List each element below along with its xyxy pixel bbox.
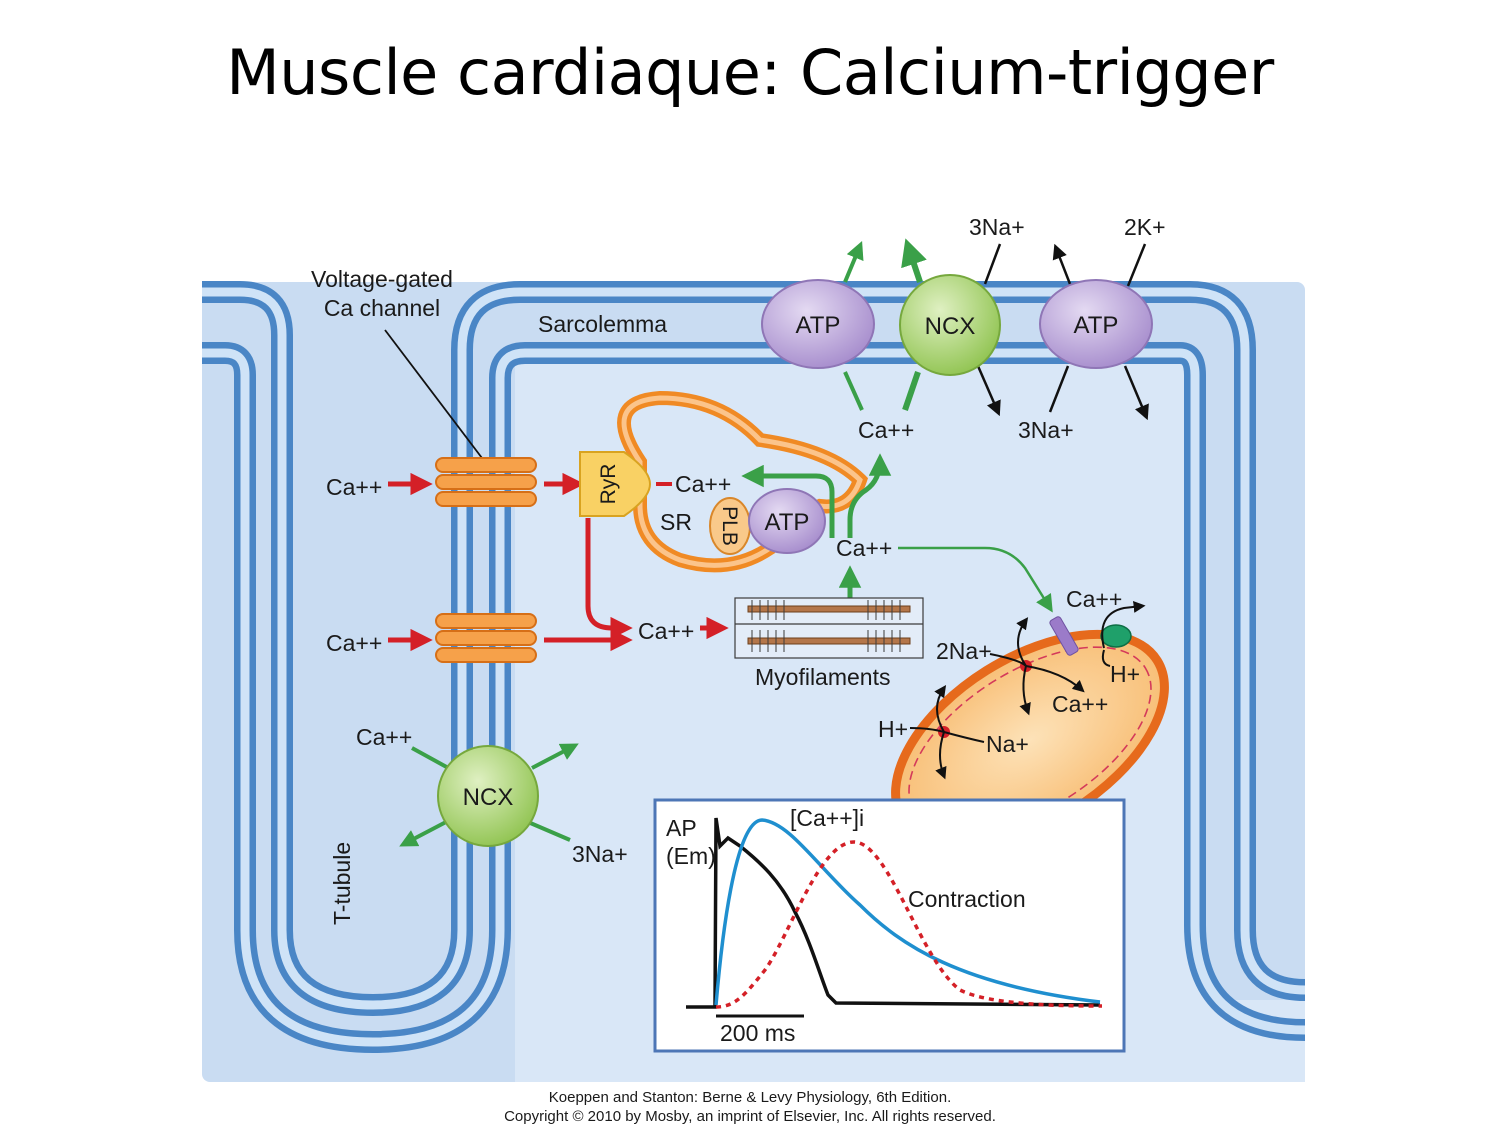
ca-i-label: [Ca++]i (790, 805, 864, 831)
voltage-gated-ca-channel-lower (435, 613, 537, 663)
ryr-label: RyR (597, 464, 620, 505)
contraction-label: Contraction (908, 886, 1026, 912)
ca-h-exchanger (1100, 624, 1132, 648)
t-tubule-label: T-tubule (329, 842, 355, 925)
slide-title: Muscle cardiaque: Calcium-trigger (226, 36, 1274, 109)
sr-atp-label: ATP (765, 509, 810, 536)
credit-line-2: Copyright © 2010 by Mosby, an imprint of… (504, 1108, 996, 1125)
ca-to-myofilaments: Ca++ (638, 618, 694, 644)
ca-sr-release: Ca++ (675, 471, 731, 497)
voltage-gated-label-line2: Ca channel (324, 295, 440, 321)
sr-uptake-arrow (741, 464, 835, 538)
ca-to-mitochondria-arrow (898, 546, 1053, 613)
sarcolemma-label: Sarcolemma (538, 311, 667, 337)
ttubule-ncx-arrows (399, 743, 579, 847)
voltage-gated-ca-channel-upper (435, 457, 537, 507)
ca-influx-arrows (388, 472, 729, 652)
na-k-atpase-label: ATP (1074, 312, 1119, 339)
mito-h-left: H+ (878, 716, 908, 742)
sarcolemma-membrane (202, 281, 1306, 1054)
ap-calcium-contraction-inset: AP (Em) [Ca++]i Contraction 200 ms (653, 798, 1126, 1053)
mito-2na: 2Na+ (936, 638, 992, 664)
sr-label: SR (660, 509, 692, 535)
na-k-atpase (1039, 279, 1153, 369)
mito-ca-out: Ca++ (1066, 586, 1122, 612)
na3-ttubule: 3Na+ (572, 841, 628, 867)
na3-top-in: 3Na+ (1018, 417, 1074, 443)
ncx-top-label: NCX (925, 313, 976, 340)
ca-ion-lower: Ca++ (326, 630, 382, 656)
contraction-trace (715, 840, 1103, 1009)
ca-ttubule: Ca++ (356, 724, 412, 750)
mito-ca-in: Ca++ (1052, 691, 1108, 717)
pmca-atp-label: ATP (796, 312, 841, 339)
ca-ion-upper: Ca++ (326, 474, 382, 500)
voltage-gated-label-line1: Voltage-gated (311, 266, 453, 292)
figure-credit: Koeppen and Stanton: Berne & Levy Physio… (0, 1088, 1500, 1125)
ca-to-membrane: Ca++ (858, 417, 914, 443)
myofilaments-label: Myofilaments (755, 664, 890, 690)
ryr-receptor (579, 451, 652, 517)
k2-top: 2K+ (1124, 214, 1166, 240)
na3-top-out: 3Na+ (969, 214, 1025, 240)
na-k-flux-arrows (976, 243, 1149, 421)
mito-na: Na+ (986, 731, 1029, 757)
ncx-ttubule-exchanger (437, 745, 539, 847)
mcu-channel (1049, 616, 1079, 656)
ncx-top-exchanger (899, 274, 1001, 376)
ca-cytosol: Ca++ (836, 535, 892, 561)
time-scale-label: 200 ms (720, 1020, 795, 1046)
credit-line-1: Koeppen and Stanton: Berne & Levy Physio… (548, 1089, 952, 1106)
ap-label-line1: AP (666, 815, 697, 841)
ap-label-line2: (Em) (666, 843, 716, 869)
myofilaments (734, 597, 924, 659)
pmca-atp-pump (761, 279, 875, 369)
mitochondrial-flux-arrows (909, 600, 1146, 780)
mito-h-right: H+ (1110, 661, 1140, 687)
plb-label: PLB (718, 506, 741, 546)
ncx-ttubule-label: NCX (463, 784, 514, 811)
calcium-transient-trace (714, 818, 1101, 1006)
sr-atp-pump (748, 488, 826, 554)
ca-to-membrane-arrow (847, 453, 892, 538)
voltage-gated-leader (384, 329, 486, 463)
membrane-ca-efflux-arrows (843, 238, 927, 411)
